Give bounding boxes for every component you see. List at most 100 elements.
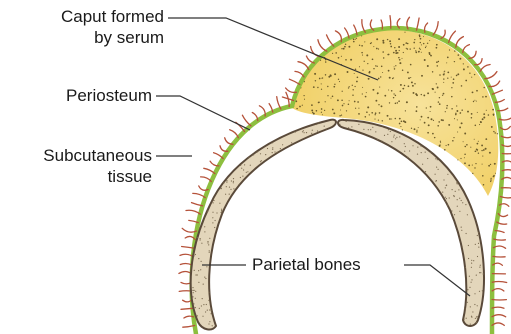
stipple-dot <box>337 99 339 101</box>
stipple-dot <box>349 100 350 101</box>
bone-dot <box>209 309 210 310</box>
stipple-dot <box>388 70 390 72</box>
stipple-dot <box>438 121 440 123</box>
bone-dot <box>482 290 483 291</box>
stipple-dot <box>448 144 450 146</box>
stipple-dot <box>458 54 460 56</box>
stipple-dot <box>378 48 379 49</box>
stipple-dot <box>442 95 443 96</box>
bone-dot <box>425 152 426 153</box>
stipple-dot <box>493 131 494 132</box>
stipple-dot <box>474 100 475 101</box>
stipple-dot <box>364 61 365 62</box>
bone-dot <box>192 290 193 291</box>
stipple-dot <box>335 52 337 54</box>
stipple-dot <box>490 164 491 165</box>
stipple-dot <box>415 50 416 51</box>
stipple-dot <box>461 122 463 124</box>
stipple-dot <box>372 58 374 60</box>
stipple-dot <box>332 53 333 54</box>
bone-dot <box>461 227 462 228</box>
stipple-dot <box>485 138 487 140</box>
bone-dot <box>445 197 446 198</box>
stipple-dot <box>327 95 328 96</box>
bone-dot <box>405 146 406 147</box>
stipple-dot <box>382 72 383 73</box>
parietal-bones-label: Parietal bones <box>252 254 361 275</box>
caput-label: Caput formed by serum <box>14 6 164 48</box>
stipple-dot <box>356 38 357 39</box>
stipple-dot <box>482 96 484 98</box>
stipple-dot <box>394 66 395 67</box>
bone-dot <box>464 308 465 309</box>
bone-dot <box>193 303 194 304</box>
stipple-dot <box>403 44 405 46</box>
stipple-dot <box>463 68 465 70</box>
bone-texture <box>192 121 484 327</box>
bone-dot <box>458 189 459 190</box>
bone-dot <box>457 206 458 207</box>
stipple-dot <box>488 114 490 116</box>
bone-dot <box>471 316 472 317</box>
bone-dot <box>412 145 413 146</box>
bone-dot <box>207 241 208 242</box>
stipple-dot <box>338 57 340 59</box>
stipple-dot <box>460 113 461 114</box>
stipple-dot <box>333 112 335 114</box>
bone-dot <box>244 164 245 165</box>
stipple-dot <box>432 133 434 135</box>
bone-dot <box>261 160 262 161</box>
stipple-dot <box>454 61 455 62</box>
stipple-dot <box>378 78 380 80</box>
bone-dot <box>306 132 307 133</box>
stipple-dot <box>424 122 426 124</box>
stipple-dot <box>472 173 473 174</box>
bone-dot <box>430 152 431 153</box>
stipple-dot <box>375 100 377 102</box>
stipple-dot <box>405 110 406 111</box>
stipple-dot <box>443 93 445 95</box>
stipple-dot <box>359 45 360 46</box>
stipple-dot <box>375 112 377 114</box>
stipple-dot <box>434 137 435 138</box>
stipple-dot <box>490 181 491 182</box>
bone-dot <box>370 129 371 130</box>
stipple-dot <box>467 111 469 113</box>
stipple-dot <box>397 102 399 104</box>
bone-dot <box>257 151 258 152</box>
bone-dot <box>479 272 480 273</box>
bone-dot <box>453 195 454 196</box>
bone-dot <box>211 313 212 314</box>
bone-dot <box>230 189 231 190</box>
stipple-dot <box>427 117 429 119</box>
bone-dot <box>198 270 199 271</box>
bone-dot <box>221 210 222 211</box>
stipple-dot <box>420 38 422 40</box>
stipple-dot <box>402 69 403 70</box>
stipple-dot <box>398 38 400 40</box>
stipple-dot <box>440 142 441 143</box>
stipple-dot <box>455 114 457 116</box>
bone-dot <box>391 141 392 142</box>
bone-dot <box>479 267 480 268</box>
stipple-dot <box>446 62 447 63</box>
stipple-dot <box>414 48 415 49</box>
bone-dot <box>436 167 437 168</box>
stipple-dot <box>475 163 476 164</box>
bone-dot <box>454 214 455 215</box>
stipple-dot <box>321 83 322 84</box>
stipple-dot <box>361 45 363 47</box>
bone-dot <box>267 148 268 149</box>
bone-dot <box>446 198 447 199</box>
stipple-dot <box>349 86 350 87</box>
stipple-dot <box>378 104 379 105</box>
stipple-dot <box>393 52 395 54</box>
bone-dot <box>194 270 195 271</box>
stipple-dot <box>383 57 384 58</box>
stipple-dot <box>472 165 473 166</box>
stipple-dot <box>427 65 429 67</box>
stipple-dot <box>461 109 463 111</box>
bone-dot <box>449 197 450 198</box>
stipple-dot <box>311 104 313 106</box>
stipple-dot <box>387 115 389 117</box>
